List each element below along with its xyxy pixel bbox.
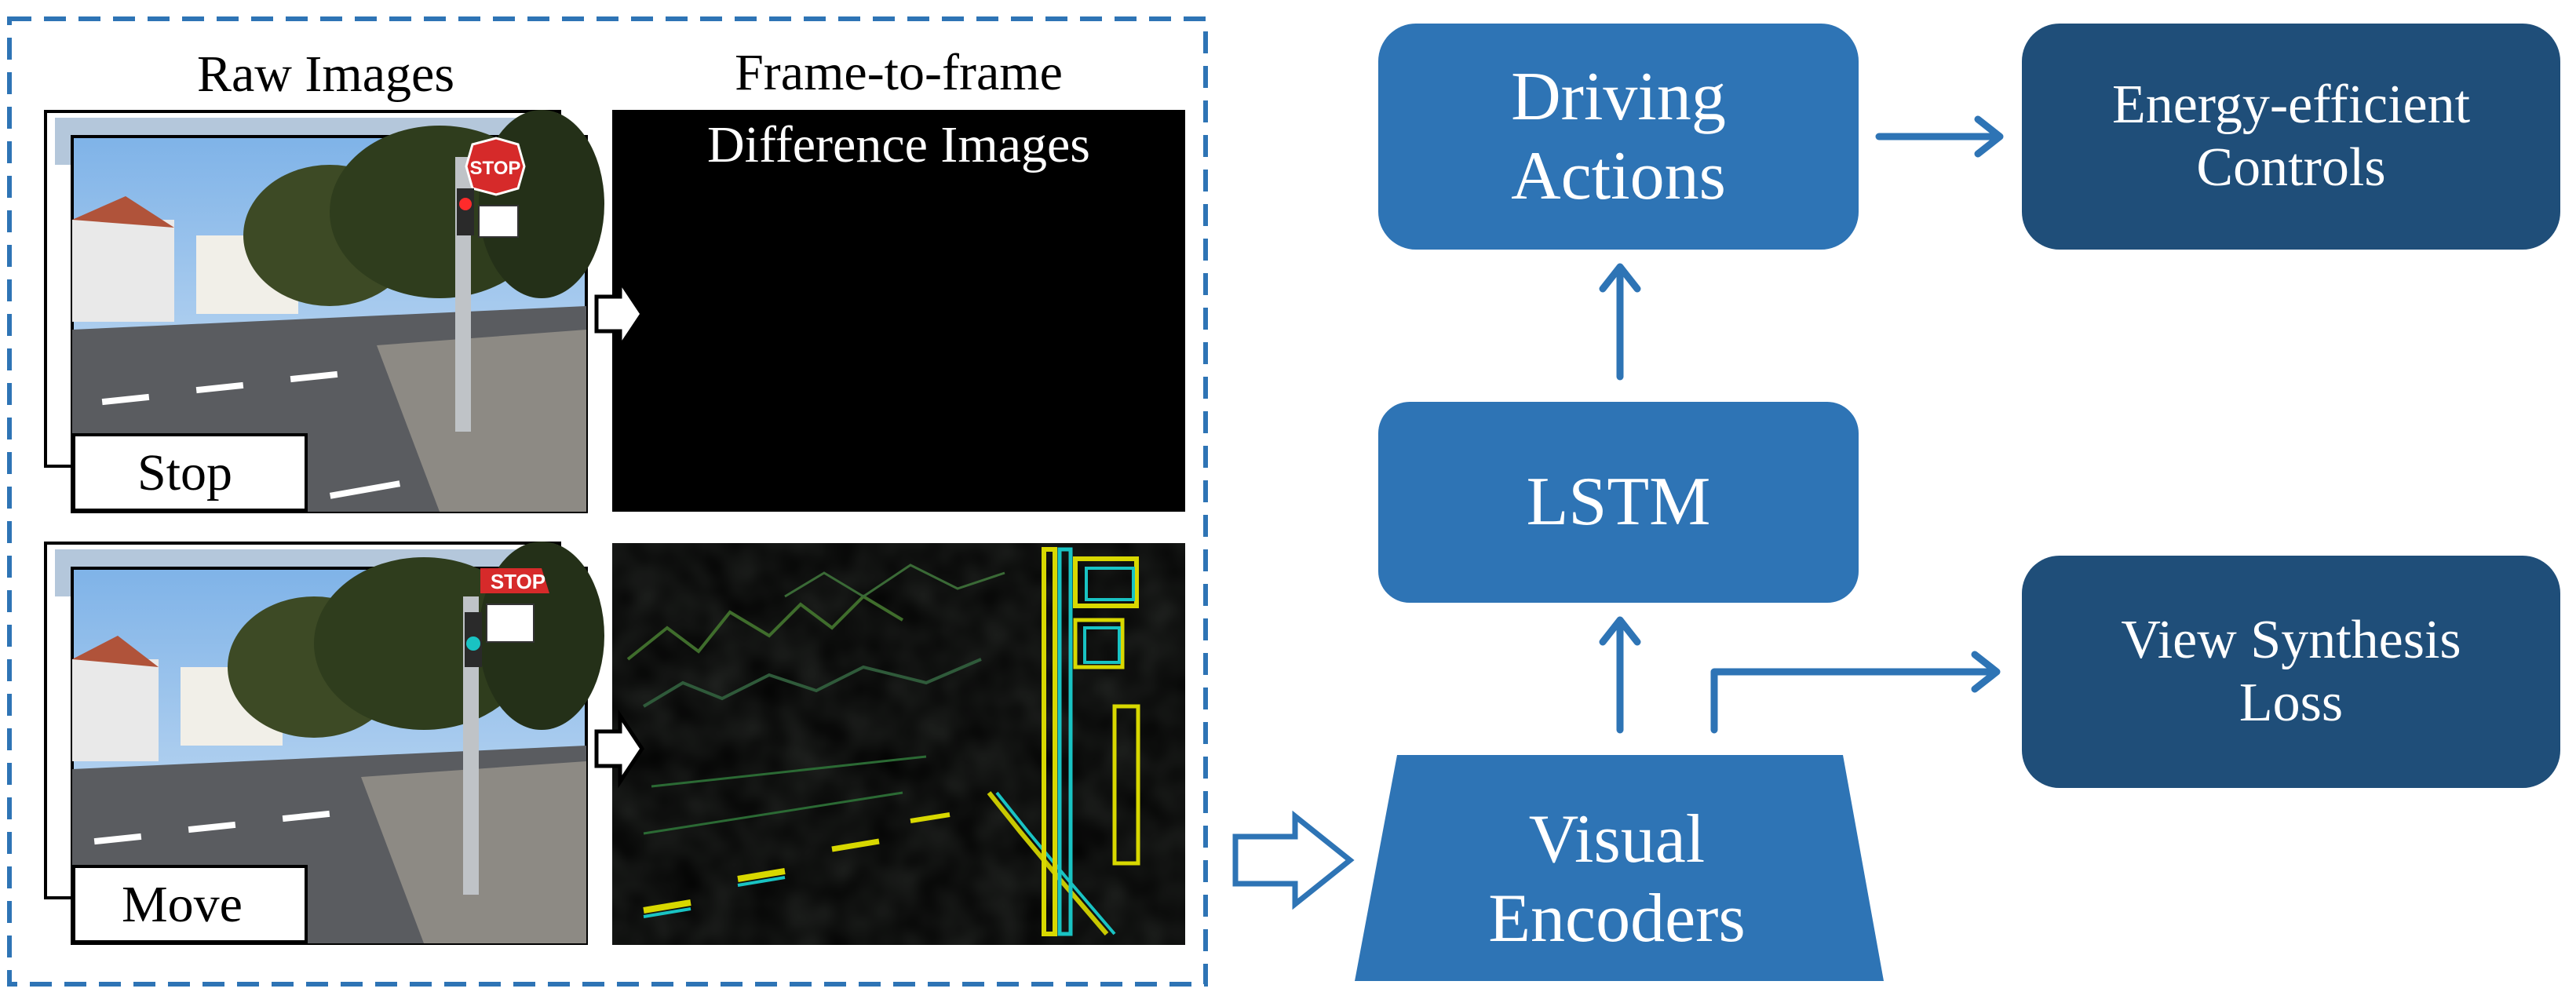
view-synthesis-text: View Synthesis Loss [2022,556,2560,788]
stop-label: Stop [137,444,233,502]
view-synthesis-line2: Loss [2238,673,2344,733]
svg-text:STOP: STOP [491,570,545,593]
encoder-to-synthesis-arrowhead [1971,651,2001,693]
move-label: Move [122,876,243,933]
visual-encoders-line2: Encoders [1488,881,1746,957]
visual-encoders-trapezoid [1355,755,1884,981]
energy-controls-line2: Controls [2196,137,2386,198]
driving-actions-line1: Driving [1511,58,1726,135]
raw-image-stop: STOP [71,110,604,513]
driving-actions-box [1378,24,1859,250]
visual-encoders-line1: Visual [1528,801,1706,877]
view-synthesis-line1: View Synthesis [2121,609,2461,670]
energy-controls-box [2022,24,2560,250]
panel-to-encoder-arrow [1232,810,1355,910]
raw-image-move-stack: STOP [44,542,604,945]
stop-arrow [594,274,645,354]
difference-heading-line2: Difference Images [706,116,1090,173]
view-synthesis-box [2022,556,2560,788]
lstm-text: LSTM [1378,402,1859,603]
move-arrow [594,709,645,789]
lstm-to-actions-arrowhead [1599,263,1641,293]
encoder-to-synthesis-line [1710,668,1994,734]
visual-encoders-text: Visual Encoders [1366,777,1868,981]
energy-controls-text: Energy-efficient Controls [2022,24,2560,250]
difference-image-move [612,543,1185,945]
driving-actions-text: Driving Actions [1378,24,1859,250]
actions-to-controls-arrowhead [1974,115,2004,158]
driving-actions-line2: Actions [1511,138,1726,214]
stop-tag-box [72,433,308,512]
raw-images-heading: Raw Images [196,46,455,103]
raw-image-stop-stack: STOP [44,110,604,513]
lstm-line1: LSTM [1526,464,1711,541]
move-tag-box [72,865,308,943]
encoder-to-lstm-arrowhead [1599,616,1641,646]
lstm-box [1378,402,1859,603]
svg-text:STOP: STOP [470,158,521,179]
energy-controls-line1: Energy-efficient [2111,74,2471,135]
difference-heading-line1: Frame-to-frame [735,44,1063,101]
difference-image-stop [612,110,1185,512]
dashed-panel-border [7,16,1208,987]
